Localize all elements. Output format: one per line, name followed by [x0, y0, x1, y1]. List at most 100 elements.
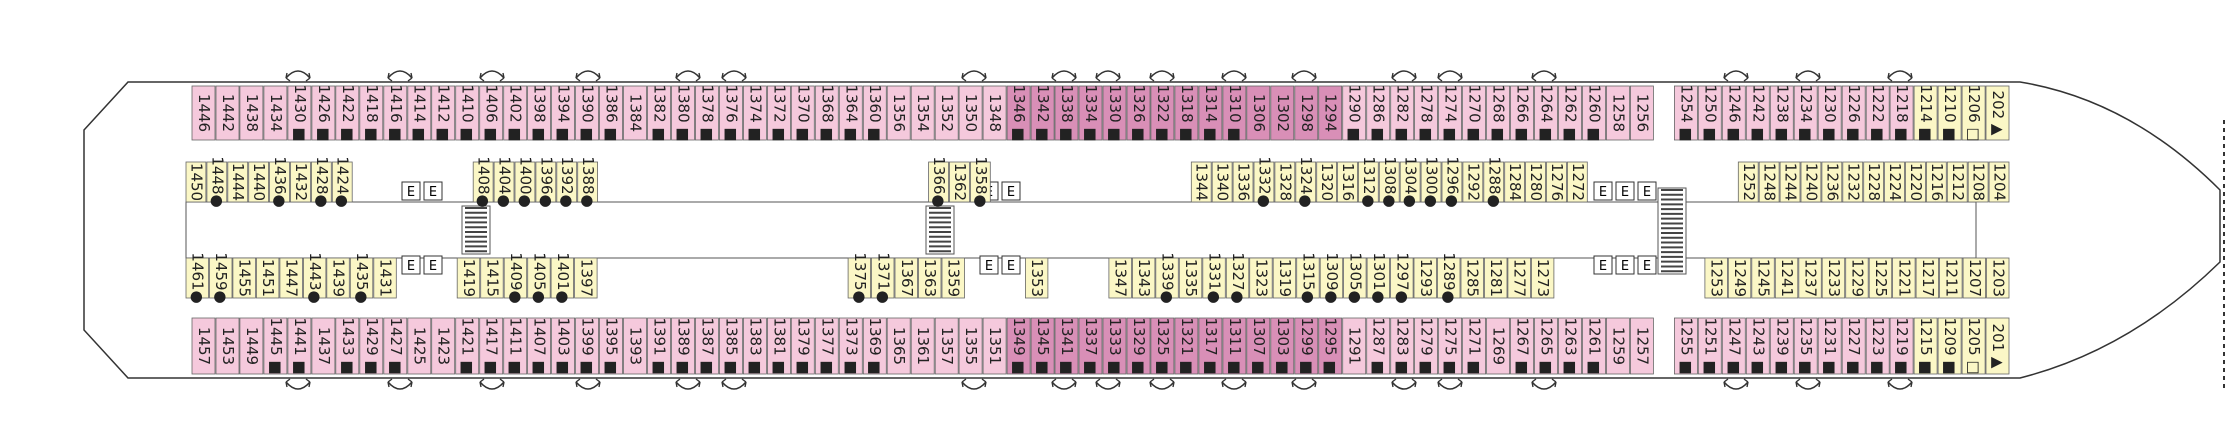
cabin-1446[interactable]: 1446 [191, 85, 216, 141]
cabin-1282[interactable]: 1282 ■ [1390, 84, 1415, 142]
cabin-1252[interactable]: 1252 [1737, 161, 1759, 203]
cabin-1323[interactable]: 1323 [1249, 257, 1273, 299]
cabin-1257[interactable]: 1257 [1630, 317, 1654, 375]
cabin-1255[interactable]: 1255 ■ [1674, 317, 1698, 375]
cabin-1394[interactable]: 1394 ■ [551, 84, 575, 142]
cabin-1278[interactable]: 1278 ■ [1414, 84, 1438, 142]
cabin-1303[interactable]: 1303 ■ [1270, 317, 1295, 375]
cabin-1370[interactable]: 1370 ■ [790, 84, 815, 142]
cabin-1338[interactable]: 1338 ■ [1054, 84, 1079, 142]
cabin-1406[interactable]: 1406 ■ [479, 84, 504, 142]
cabin-1450[interactable]: 1450 [185, 161, 207, 203]
cabin-1231[interactable]: 1231 ■ [1817, 317, 1842, 375]
cabin-1410[interactable]: 1410 ■ [455, 84, 480, 142]
cabin-1371[interactable]: 1371● [871, 252, 895, 304]
cabin-1369[interactable]: 1369 ■ [862, 317, 887, 375]
cabin-1299[interactable]: 1299 ■ [1294, 317, 1319, 375]
cabin-1253[interactable]: 1253 [1704, 257, 1728, 299]
cabin-1457[interactable]: 1457 [191, 317, 216, 375]
cabin-1318[interactable]: 1318 ■ [1174, 84, 1199, 142]
cabin-1287[interactable]: 1287 ■ [1366, 317, 1391, 375]
cabin-1269[interactable]: 1269 [1486, 317, 1510, 375]
cabin-1264[interactable]: 1264 ■ [1534, 84, 1558, 142]
cabin-1389[interactable]: 1389 ■ [671, 317, 695, 375]
cabin-1414[interactable]: 1414 ■ [407, 84, 432, 142]
cabin-201[interactable]: 201 ▲ [1985, 317, 2010, 375]
cabin-1232[interactable]: 1232 [1842, 161, 1864, 203]
cabin-1423[interactable]: 1423 [431, 317, 456, 375]
cabin-1244[interactable]: 1244 [1779, 161, 1801, 203]
cabin-1436[interactable]: 1436● [269, 156, 290, 208]
cabin-1343[interactable]: 1343 [1132, 257, 1156, 299]
cabin-1379[interactable]: 1379 ■ [790, 317, 815, 375]
cabin-1230[interactable]: 1230 ■ [1817, 84, 1842, 142]
cabin-1337[interactable]: 1337 ■ [1078, 317, 1103, 375]
cabin-1258[interactable]: 1258 [1606, 85, 1630, 141]
cabin-1399[interactable]: 1399 ■ [575, 317, 599, 375]
cabin-1235[interactable]: 1235 ■ [1793, 317, 1818, 375]
cabin-1435[interactable]: 1435● [349, 252, 374, 304]
cabin-1293[interactable]: 1293 [1413, 257, 1437, 299]
cabin-1348[interactable]: 1348 [982, 85, 1007, 141]
cabin-1345[interactable]: 1345 ■ [1030, 317, 1055, 375]
cabin-1243[interactable]: 1243 ■ [1745, 317, 1770, 375]
cabin-1220[interactable]: 1220 [1905, 161, 1926, 203]
cabin-1439[interactable]: 1439 [326, 257, 350, 299]
cabin-1260[interactable]: 1260 ■ [1582, 84, 1606, 142]
cabin-1375[interactable]: 1375● [847, 252, 871, 304]
cabin-1356[interactable]: 1356 [886, 85, 911, 141]
cabin-1317[interactable]: 1317 ■ [1198, 317, 1223, 375]
cabin-1233[interactable]: 1233 [1821, 257, 1846, 299]
cabin-1222[interactable]: 1222 ■ [1865, 84, 1890, 142]
cabin-1395[interactable]: 1395 ■ [599, 317, 623, 375]
cabin-1376[interactable]: 1376 ■ [719, 84, 743, 142]
cabin-1391[interactable]: 1391 ■ [647, 317, 671, 375]
cabin-1307[interactable]: 1307 ■ [1246, 317, 1271, 375]
cabin-1295[interactable]: 1295 ■ [1318, 317, 1343, 375]
cabin-1380[interactable]: 1380 ■ [671, 84, 695, 142]
cabin-1407[interactable]: 1407 ■ [527, 317, 551, 375]
cabin-1335[interactable]: 1335 [1178, 257, 1203, 299]
cabin-1408[interactable]: 1408● [472, 156, 494, 208]
cabin-1205[interactable]: 1205 □ [1961, 317, 1986, 375]
cabin-1385[interactable]: 1385 ■ [719, 317, 743, 375]
cabin-1349[interactable]: 1349 ■ [1006, 317, 1031, 375]
cabin-1398[interactable]: 1398 ■ [527, 84, 551, 142]
cabin-1434[interactable]: 1434 [263, 85, 288, 141]
cabin-1431[interactable]: 1431 [373, 257, 397, 299]
cabin-1247[interactable]: 1247 ■ [1721, 317, 1746, 375]
cabin-1248[interactable]: 1248 [1758, 161, 1780, 203]
cabin-1352[interactable]: 1352 [934, 85, 959, 141]
cabin-1355[interactable]: 1355 [958, 317, 983, 375]
cabin-1254[interactable]: 1254 ■ [1674, 84, 1698, 142]
cabin-1236[interactable]: 1236 [1821, 161, 1843, 203]
cabin-1339[interactable]: 1339● [1155, 252, 1179, 304]
cabin-1270[interactable]: 1270 ■ [1462, 84, 1486, 142]
cabin-1422[interactable]: 1422 ■ [335, 84, 360, 142]
cabin-1328[interactable]: 1328 [1274, 161, 1296, 203]
cabin-1378[interactable]: 1378 ■ [695, 84, 719, 142]
cabin-1419[interactable]: 1419 [456, 257, 481, 299]
cabin-1225[interactable]: 1225 [1868, 257, 1893, 299]
cabin-1259[interactable]: 1259 [1606, 317, 1630, 375]
cabin-1388[interactable]: 1388● [577, 156, 599, 208]
cabin-1440[interactable]: 1440 [248, 161, 269, 203]
cabin-1334[interactable]: 1334 ■ [1078, 84, 1103, 142]
cabin-1393[interactable]: 1393 [623, 317, 647, 375]
cabin-1332[interactable]: 1332● [1253, 156, 1275, 208]
cabin-1445[interactable]: 1445 ■ [263, 317, 288, 375]
cabin-1364[interactable]: 1364 ■ [838, 84, 863, 142]
cabin-1404[interactable]: 1404● [493, 156, 515, 208]
cabin-1403[interactable]: 1403 ■ [551, 317, 575, 375]
cabin-1217[interactable]: 1217 [1915, 257, 1939, 299]
cabin-1397[interactable]: 1397 [574, 257, 598, 299]
cabin-1448[interactable]: 1448● [206, 156, 228, 208]
cabin-1310[interactable]: 1310 ■ [1222, 84, 1247, 142]
cabin-1368[interactable]: 1368 ■ [814, 84, 839, 142]
cabin-1461[interactable]: 1461● [185, 252, 209, 304]
cabin-1286[interactable]: 1286 ■ [1366, 84, 1391, 142]
cabin-1341[interactable]: 1341 ■ [1054, 317, 1079, 375]
cabin-1387[interactable]: 1387 ■ [695, 317, 719, 375]
cabin-1203[interactable]: 1203 [1986, 257, 2010, 299]
cabin-1211[interactable]: 1211 [1939, 257, 1963, 299]
